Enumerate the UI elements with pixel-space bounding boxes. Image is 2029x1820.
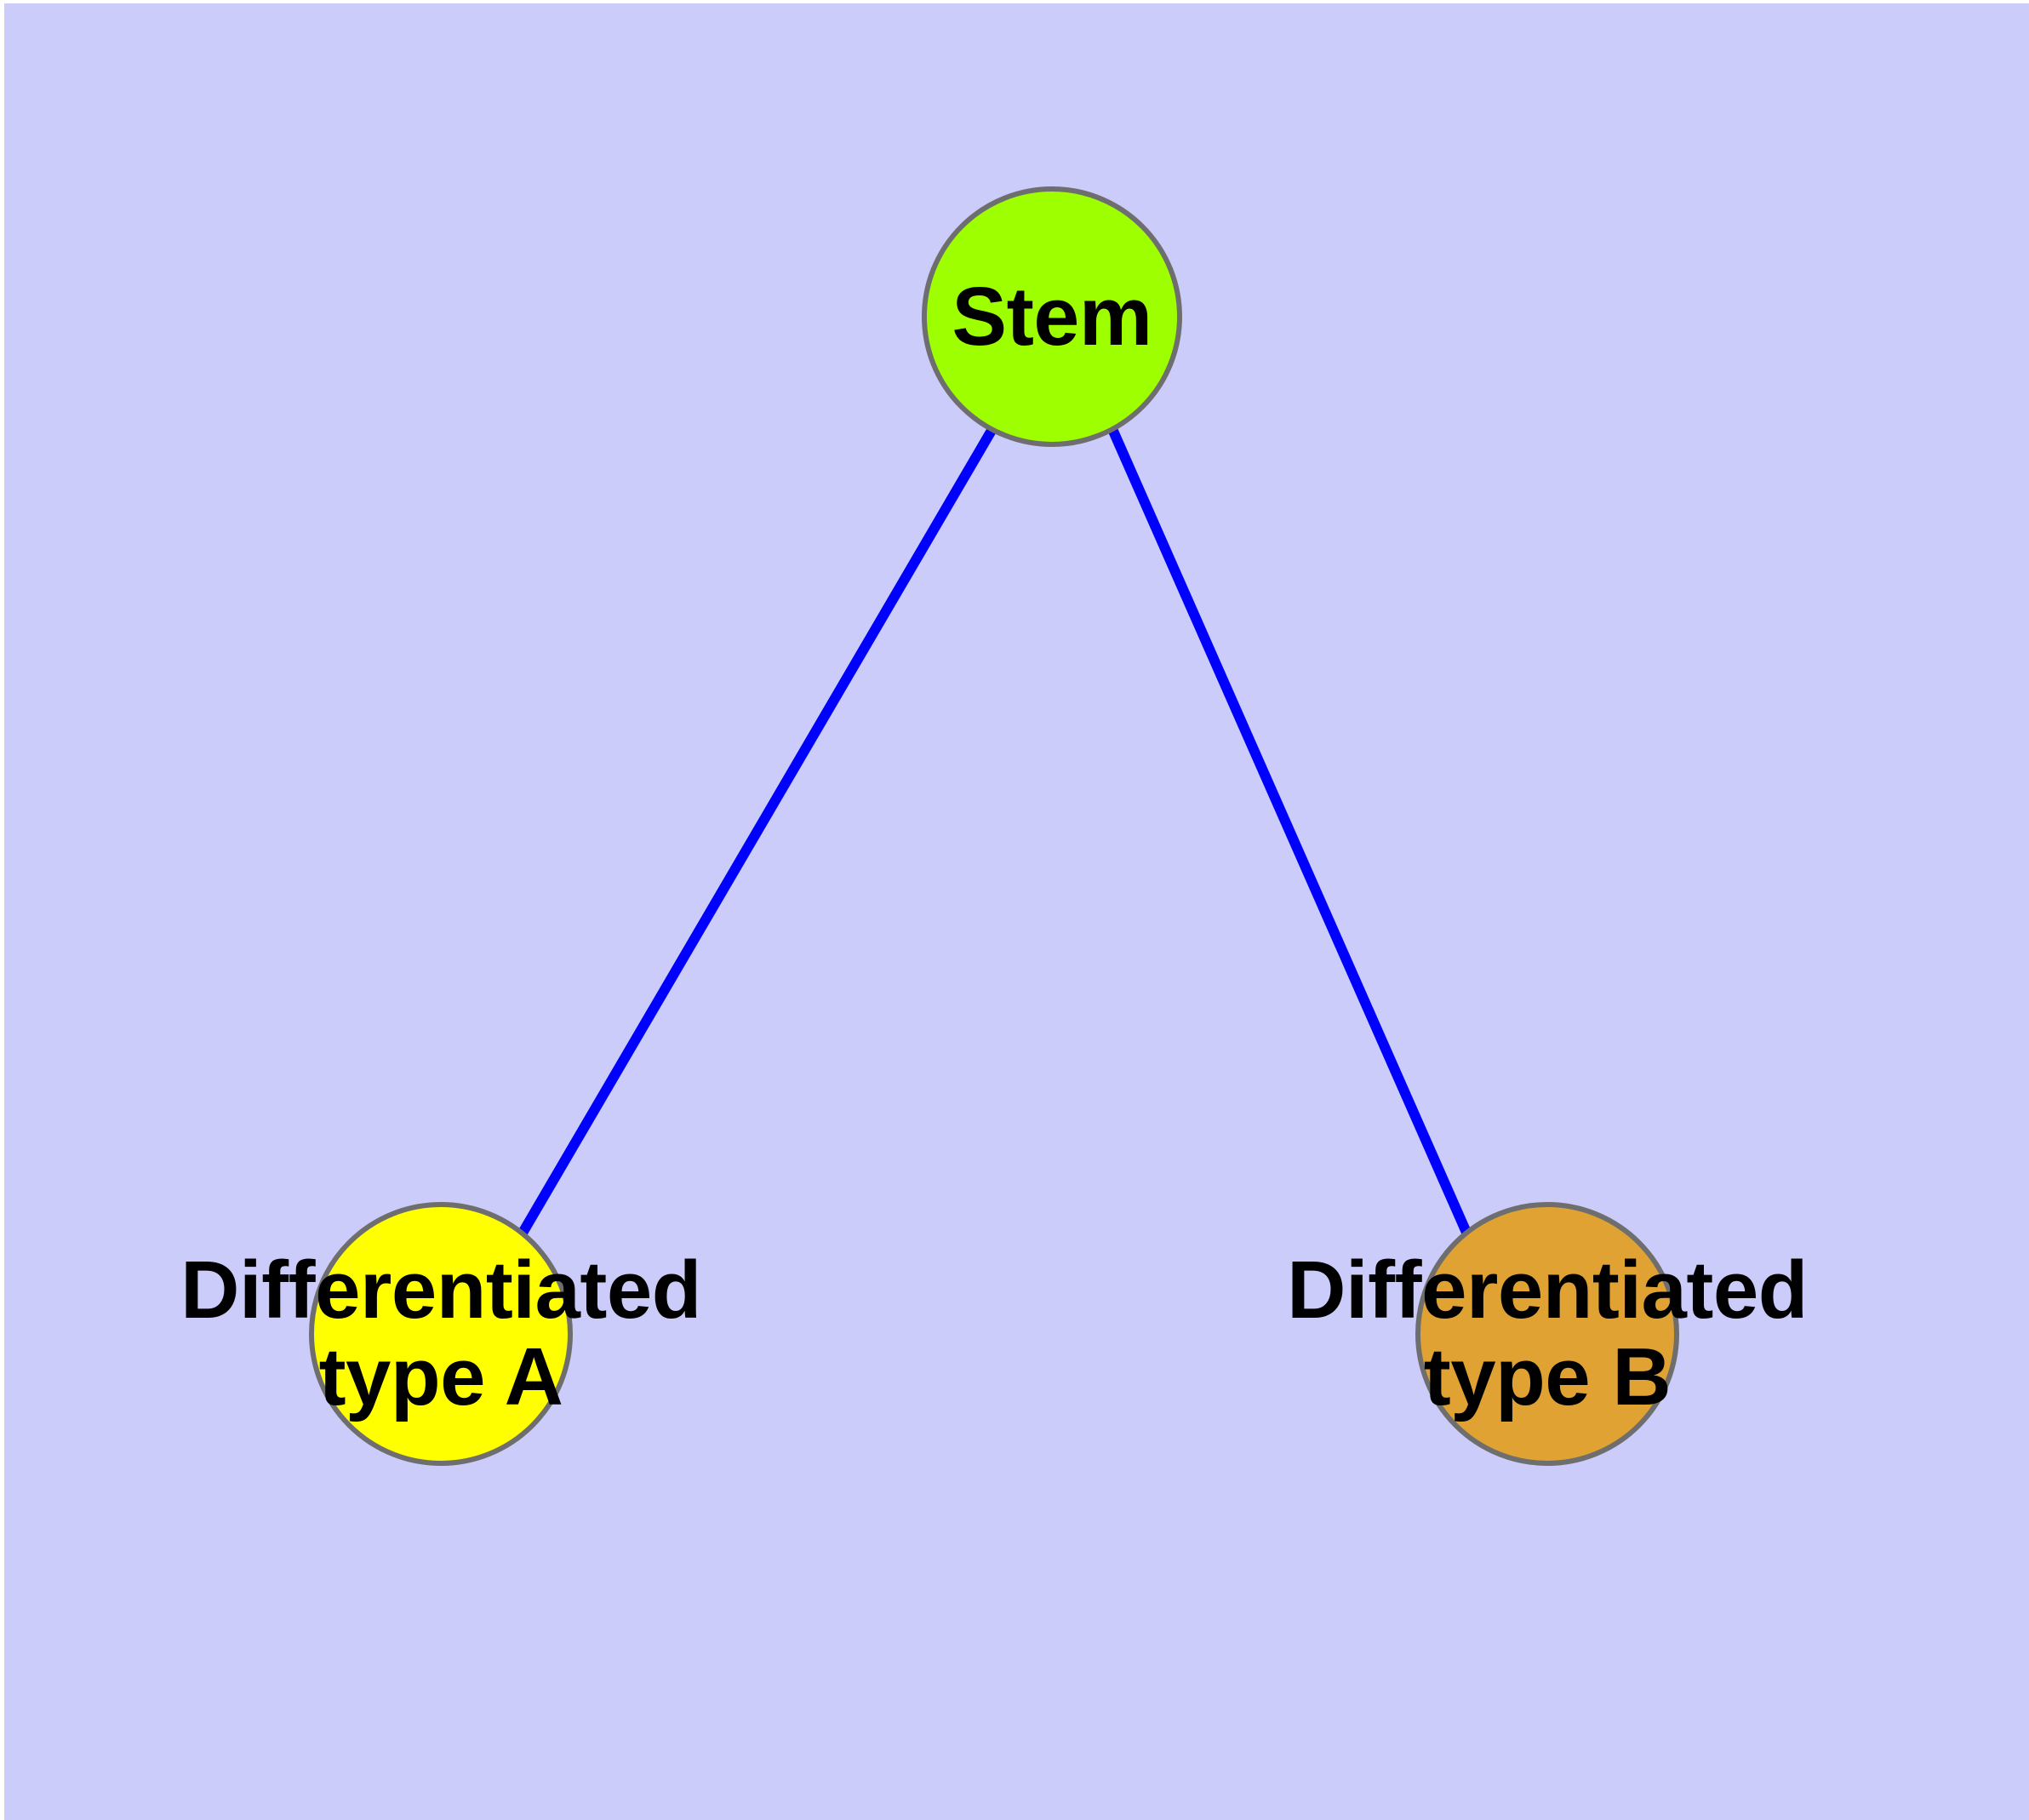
node-differentiated-type-a[interactable] (309, 1202, 573, 1466)
edge-layer (517, 426, 1472, 1238)
edge-stem-to-differentiated-type-a[interactable] (517, 426, 997, 1238)
edge-stem-to-differentiated-type-b[interactable] (1107, 426, 1472, 1237)
node-stem[interactable] (922, 186, 1182, 447)
node-differentiated-type-b[interactable] (1415, 1202, 1679, 1466)
node-layer (309, 186, 1679, 1466)
